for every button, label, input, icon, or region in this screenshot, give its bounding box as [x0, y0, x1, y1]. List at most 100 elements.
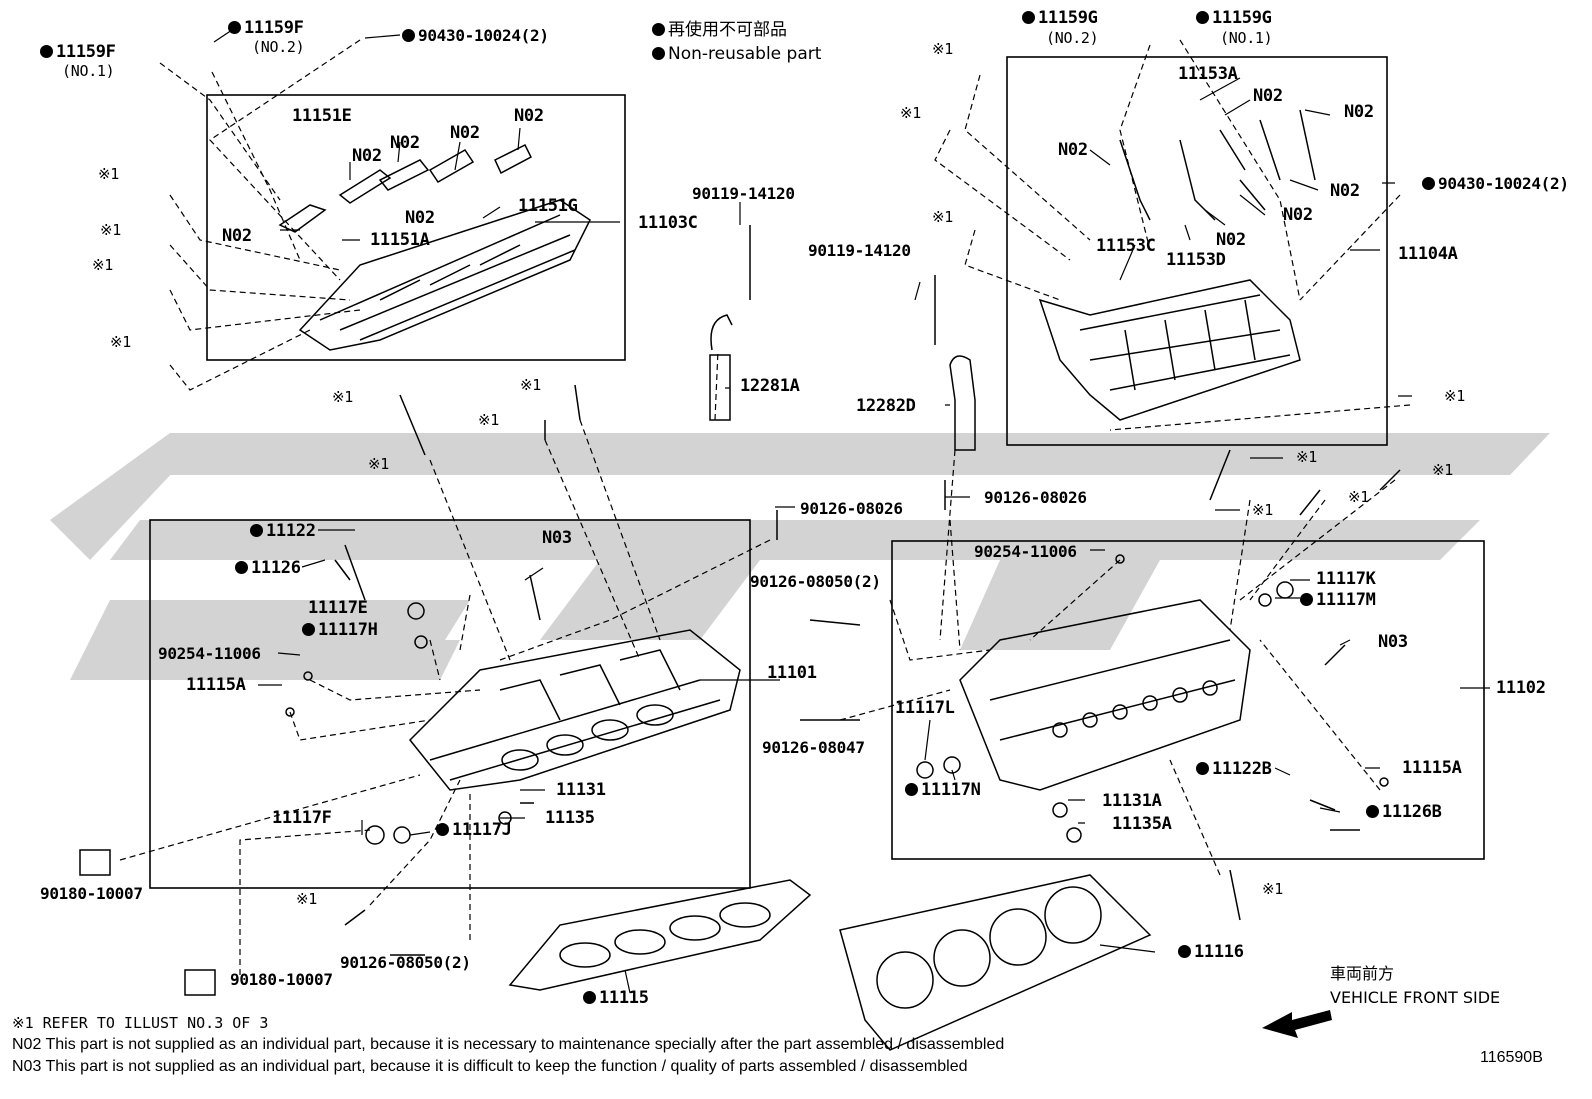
part-90126-08050-b[interactable]: 90126-08050(2)	[340, 953, 471, 972]
n02-label: N02	[1283, 205, 1313, 225]
part-12281a[interactable]: 12281A	[740, 376, 800, 396]
ref-x1: ※1	[332, 388, 353, 406]
part-11104a[interactable]: 11104A	[1398, 244, 1458, 264]
ref-x1: ※1	[520, 376, 541, 394]
n02-label: N02	[1330, 181, 1360, 201]
head-gasket-right	[839, 874, 1152, 1051]
illustration-id: 116590B	[1480, 1049, 1543, 1066]
part-11151e[interactable]: 11151E	[292, 106, 352, 126]
box-11101	[149, 519, 751, 889]
part-90430-10024-left[interactable]: 90430-10024(2)	[402, 28, 549, 44]
ref-x1: ※1	[92, 256, 113, 274]
part-11102[interactable]: 11102	[1496, 678, 1546, 698]
part-90126-08026-a[interactable]: 90126-08026	[800, 499, 903, 518]
n03-label: N03	[542, 528, 572, 548]
part-11103c[interactable]: 11103C	[638, 213, 698, 233]
part-11131[interactable]: 11131	[556, 780, 606, 800]
ref-x1: ※1	[1432, 461, 1453, 479]
ref-x1: ※1	[296, 890, 317, 908]
ref-x1: ※1	[1262, 880, 1283, 898]
n02-label: N02	[450, 123, 480, 143]
n03-label: N03	[1378, 632, 1408, 652]
ref-x1: ※1	[368, 455, 389, 473]
part-90119-14120-a[interactable]: 90119-14120	[692, 184, 795, 203]
part-11159f-no1-sub: (NO.1)	[62, 62, 115, 80]
part-90430-10024-right[interactable]: 90430-10024(2)	[1422, 176, 1569, 192]
part-90126-08026-b[interactable]: 90126-08026	[984, 488, 1087, 507]
ref-x1: ※1	[932, 40, 953, 58]
part-90126-08047[interactable]: 90126-08047	[762, 738, 865, 757]
watermark-logo	[50, 433, 1550, 680]
part-11159f-no1[interactable]: 11159F	[40, 44, 116, 61]
box-11103c	[206, 94, 626, 361]
part-11126b[interactable]: 11126B	[1366, 804, 1442, 821]
cam-housing-right	[1038, 109, 1316, 421]
part-11115a-left[interactable]: 11115A	[186, 675, 246, 695]
part-11117l[interactable]: 11117L	[895, 698, 955, 718]
ref-x1: ※1	[1444, 387, 1465, 405]
part-11153c[interactable]: 11153C	[1096, 236, 1156, 256]
part-11117e[interactable]: 11117E	[308, 598, 368, 618]
part-11116[interactable]: 11116	[1178, 944, 1244, 961]
n02-label: N02	[1344, 102, 1374, 122]
part-11117n[interactable]: 11117N	[905, 782, 981, 799]
part-11115a-right[interactable]: 11115A	[1402, 758, 1462, 778]
part-11131a[interactable]: 11131A	[1102, 791, 1162, 811]
ref-x1: ※1	[478, 411, 499, 429]
part-11117m[interactable]: 11117M	[1300, 592, 1376, 609]
part-11122[interactable]: 11122	[250, 523, 316, 540]
part-11159f-no2-sub: (NO.2)	[252, 38, 305, 56]
part-11159g-no2[interactable]: 11159G	[1022, 10, 1098, 27]
n02-label: N02	[390, 133, 420, 153]
part-11151g[interactable]: 11151G	[518, 196, 578, 216]
part-11117j[interactable]: 11117J	[436, 822, 512, 839]
ref-x1: ※1	[1348, 488, 1369, 506]
ref-x1: ※1	[100, 221, 121, 239]
part-11135[interactable]: 11135	[545, 808, 595, 828]
cylinder-head-right	[959, 599, 1251, 791]
n02-label: N02	[405, 208, 435, 228]
n02-label: N02	[222, 226, 252, 246]
head-gasket-left	[508, 879, 812, 991]
part-11159g-no1[interactable]: 11159G	[1196, 10, 1272, 27]
note-x1: ※1 REFER TO ILLUST NO.3 OF 3	[12, 1014, 269, 1032]
ref-x1: ※1	[900, 104, 921, 122]
part-11115[interactable]: 11115	[583, 990, 649, 1007]
part-11159g-no1-sub: (NO.1)	[1220, 29, 1273, 47]
part-90126-08050-a[interactable]: 90126-08050(2)	[750, 572, 881, 591]
cylinder-head-left	[408, 629, 741, 791]
vehicle-front-jp: 車両前方	[1330, 964, 1395, 983]
part-11117k[interactable]: 11117K	[1316, 569, 1376, 589]
part-90254-11006-right[interactable]: 90254-11006	[974, 542, 1077, 561]
part-11122b[interactable]: 11122B	[1196, 761, 1272, 778]
n02-label: N02	[1253, 86, 1283, 106]
part-11135a[interactable]: 11135A	[1112, 814, 1172, 834]
part-90180-10007-a[interactable]: 90180-10007	[40, 884, 143, 903]
part-12282d[interactable]: 12282D	[856, 396, 916, 416]
part-11117h[interactable]: 11117H	[302, 622, 378, 639]
n02-label: N02	[514, 106, 544, 126]
part-11159f-no2[interactable]: 11159F	[228, 20, 304, 37]
part-90119-14120-b[interactable]: 90119-14120	[808, 241, 911, 260]
part-11101[interactable]: 11101	[767, 663, 817, 683]
part-11151a[interactable]: 11151A	[370, 230, 430, 250]
n02-label: N02	[1216, 230, 1246, 250]
front-arrow	[1262, 1010, 1332, 1038]
part-11117f[interactable]: 11117F	[272, 808, 332, 828]
box-11104a	[1006, 56, 1388, 446]
part-11159g-no2-sub: (NO.2)	[1046, 29, 1099, 47]
vehicle-front-en: VEHICLE FRONT SIDE	[1330, 988, 1501, 1007]
cam-housing-left	[278, 143, 591, 351]
part-11126[interactable]: 11126	[235, 560, 301, 577]
ref-x1: ※1	[932, 208, 953, 226]
part-90254-11006-left[interactable]: 90254-11006	[158, 644, 261, 663]
n02-label: N02	[352, 146, 382, 166]
part-11153d[interactable]: 11153D	[1166, 250, 1226, 270]
note-n03: N03 This part is not supplied as an indi…	[12, 1058, 968, 1075]
part-11153a[interactable]: 11153A	[1178, 64, 1238, 84]
solid-leaders	[213, 29, 1490, 994]
legend-non-reusable-en: Non-reusable part	[652, 46, 821, 63]
part-90180-10007-b[interactable]: 90180-10007	[230, 970, 333, 989]
